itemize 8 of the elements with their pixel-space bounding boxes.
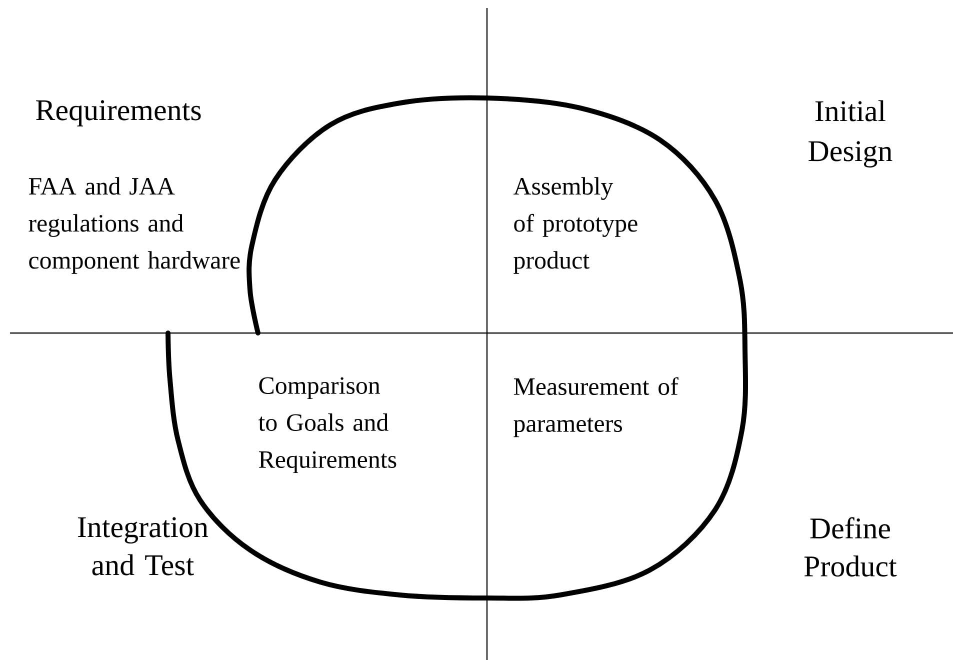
quadrant-heading: Integration and Test	[78, 517, 208, 576]
quadrant-heading: Define Product	[804, 517, 897, 577]
quadrant-text: Measurement of parameters	[514, 377, 678, 438]
quadrant-text: FAA and JAA regulations and component hardware	[28, 177, 240, 274]
quadrant-text: Comparison to Goals and Requirements	[258, 377, 396, 474]
quadrant-heading: Requirements	[36, 100, 201, 126]
quadrant-heading: Initial Design	[808, 100, 892, 168]
quadrant-text: Assembly of prototype product	[513, 177, 638, 274]
